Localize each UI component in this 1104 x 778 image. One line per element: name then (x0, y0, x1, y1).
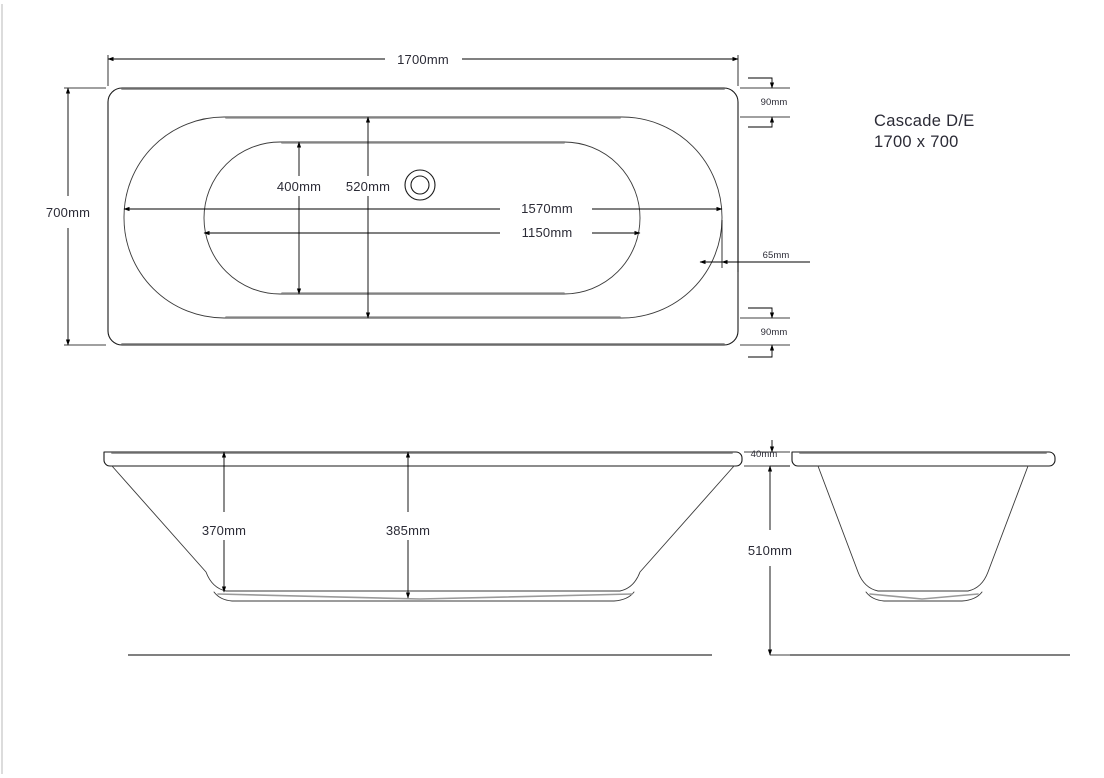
label-bowl-width: 400mm (277, 179, 321, 194)
title-nominal-size: 1700 x 700 (874, 133, 959, 151)
label-end-wall: 65mm (763, 250, 790, 261)
front-elevation-view: 370mm 385mm (103, 451, 743, 656)
label-rim-length: 1570mm (521, 201, 573, 216)
title-product-name: Cascade D/E (874, 112, 975, 130)
plan-view: 1700mm 700mm 90mm (46, 52, 810, 358)
dimension-overall-length: 1700mm (107, 52, 739, 86)
dimension-overall-width: 700mm (46, 87, 106, 346)
front-bath-body (111, 465, 735, 592)
label-depth-left: 370mm (202, 523, 246, 538)
plan-outer-rim (107, 87, 739, 346)
dimension-end-wall: 65mm (699, 200, 810, 272)
dimension-top-offset: 90mm (740, 77, 790, 128)
end-base-plate (865, 591, 983, 602)
end-bath-body (817, 465, 1029, 592)
label-bowl-length: 1150mm (522, 225, 573, 240)
end-base-highlight (869, 593, 979, 600)
front-base-plate (213, 591, 635, 602)
label-overall-width: 700mm (46, 205, 90, 220)
front-rim-slab (103, 451, 743, 467)
label-top-offset: 90mm (761, 97, 788, 108)
end-elevation-view: 40mm 510mm (744, 440, 1070, 656)
drain-outlet-icon (404, 169, 436, 201)
dimension-bowl-length: 1150mm (203, 225, 641, 240)
dimension-rim-width: 520mm (346, 116, 390, 319)
dimension-depth-left: 370mm (202, 451, 246, 593)
label-overall-length: 1700mm (397, 52, 449, 67)
label-overall-height: 510mm (748, 543, 792, 558)
label-depth-centre: 385mm (386, 523, 430, 538)
label-rim-width: 520mm (346, 179, 390, 194)
plan-bowl-inner (203, 141, 641, 295)
dimension-bowl-width: 400mm (277, 141, 321, 295)
dimension-rim-thickness: 40mm (744, 440, 790, 467)
front-base-highlight (217, 593, 633, 600)
dimension-rim-length: 1570mm (123, 201, 723, 216)
title-block: Cascade D/E 1700 x 700 (874, 112, 975, 151)
label-rim-thickness: 40mm (751, 449, 778, 460)
label-bottom-offset: 90mm (761, 327, 788, 338)
end-rim-slab (791, 451, 1056, 467)
dimension-bottom-offset: 90mm (740, 307, 790, 358)
dimension-depth-centre: 385mm (386, 451, 430, 599)
plan-bowl-outer (123, 116, 723, 319)
dimension-overall-height: 510mm (748, 465, 792, 656)
